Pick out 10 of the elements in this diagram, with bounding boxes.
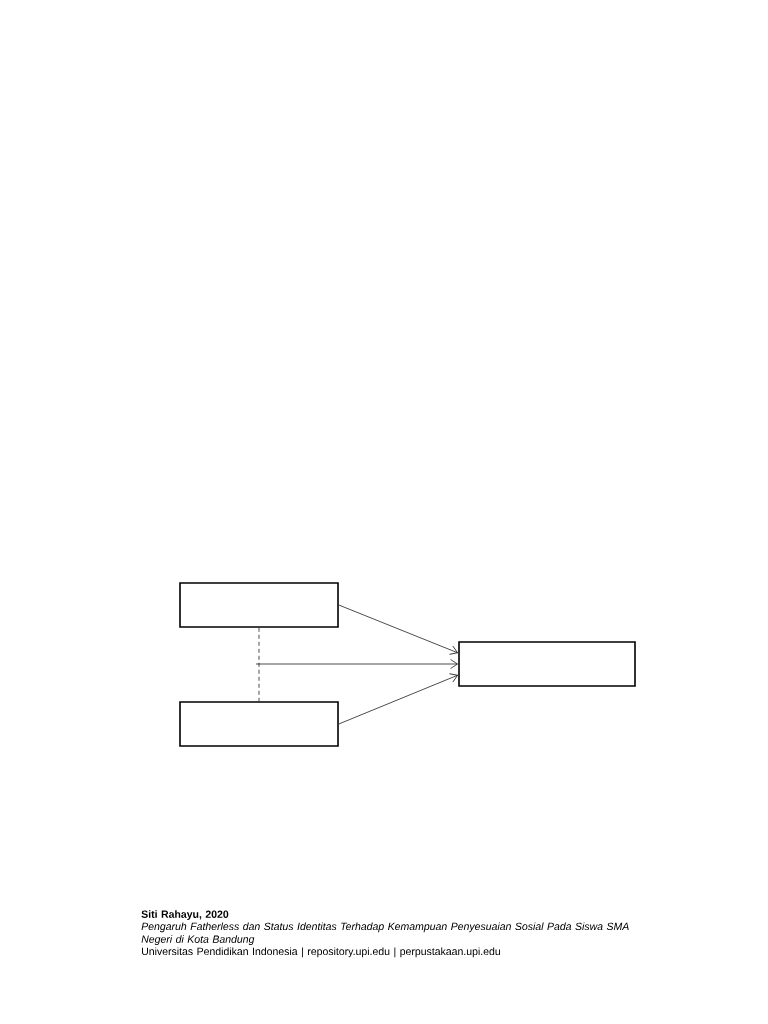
empty-box: [179, 582, 339, 628]
arrow: [338, 604, 458, 655]
empty-box: [179, 701, 339, 747]
arrow: [338, 673, 458, 725]
arrow: [255, 659, 458, 669]
dashed-line: [258, 627, 260, 702]
author-line: Siti Rahayu, 2020: [141, 910, 229, 920]
institution-line: Universitas Pendidikan Indonesia | repository.upi.edu | perpustakaan.upi.edu: [142, 947, 500, 958]
thesis-title: Pengaruh Fatherless dan Status Identitas Terhadap Kemampuan Penyesuaian Sosial Pada Siswa SMA Negeri di Kota Bandung: [141, 922, 629, 945]
empty-box: [458, 641, 636, 687]
